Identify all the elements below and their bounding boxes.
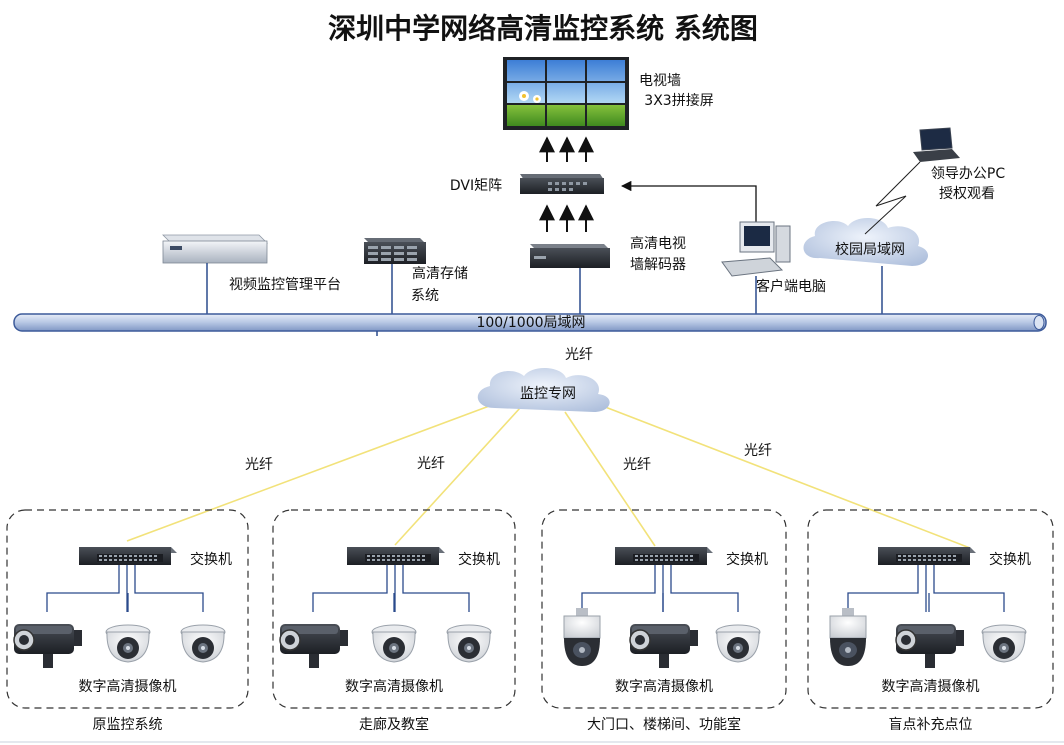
fiber-label: 光纤 [417, 456, 445, 472]
dome-camera-icon [981, 624, 1027, 663]
group-name: 原监控系统 [93, 717, 163, 733]
page-title: 深圳中学网络高清监控系统 系统图 [328, 12, 758, 45]
group-border [6, 509, 249, 709]
switch-label: 交换机 [726, 551, 768, 568]
lan-bus [13, 313, 1047, 332]
switch-camera-wiring [46, 565, 204, 612]
campus-lan-cloud-icon [803, 217, 929, 266]
switch-icon [878, 547, 976, 565]
wireless-link-icon [864, 161, 921, 235]
ptz-camera-icon [563, 607, 601, 667]
group-border [807, 509, 1054, 709]
group-name: 盲点补充点位 [889, 716, 973, 733]
bullet-camera-icon [629, 623, 699, 669]
group-border [272, 509, 516, 709]
camera-groups: 交换机数字高清摄像机原监控系统交换机数字高清摄像机走廊及教室交换机数字高清摄像机… [6, 509, 1054, 733]
switch-icon [615, 547, 713, 565]
monitor-net-cloud-icon [477, 367, 610, 412]
leader-pc-sublabel: 授权观看 [939, 186, 995, 202]
switch-label: 交换机 [458, 551, 500, 568]
ptz-camera-icon [829, 607, 867, 667]
camera-label: 数字高清摄像机 [615, 678, 713, 695]
tv-wall-icon [503, 57, 629, 130]
dome-camera-icon [105, 624, 151, 663]
dome-camera-icon [180, 624, 226, 663]
storage-label: 高清存储 [412, 265, 468, 282]
monitor-net-label: 监控专网 [520, 386, 576, 402]
management-platform-label: 视频监控管理平台 [229, 277, 341, 293]
dome-camera-icon [371, 624, 417, 663]
fiber-links [126, 401, 971, 549]
storage-icon [364, 238, 426, 264]
group-name: 大门口、楼梯间、功能室 [587, 716, 741, 733]
switch-label: 交换机 [989, 551, 1031, 568]
group-name: 走廊及教室 [359, 716, 429, 733]
camera-label: 数字高清摄像机 [79, 678, 177, 695]
bullet-camera-icon [895, 623, 965, 669]
fiber-label: 光纤 [245, 457, 273, 473]
client-pc-label: 客户端电脑 [756, 278, 826, 295]
bullet-camera-icon [13, 623, 83, 669]
management-platform-icon [162, 234, 268, 264]
tv-wall-sublabel: 3X3拼接屏 [644, 92, 713, 109]
switch-label: 交换机 [190, 551, 232, 568]
client-pc-icon [721, 221, 791, 277]
leader-pc-label: 领导办公PC [931, 166, 1005, 182]
switch-camera-wiring [312, 565, 470, 612]
decoder-label: 高清电视 [630, 235, 686, 252]
matrix-to-tv-arrows [539, 136, 594, 162]
fiber-label: 光纤 [623, 457, 651, 473]
dvi-matrix-label: DVI矩阵 [450, 178, 502, 194]
switch-camera-wiring [847, 565, 1005, 612]
laptop-icon [913, 127, 960, 162]
decoder-to-matrix-arrows [539, 204, 594, 232]
lan-bus-label: 100/1000局域网 [476, 315, 585, 331]
switch-camera-wiring [581, 565, 739, 612]
dome-camera-icon [446, 624, 492, 663]
dvi-matrix-icon [520, 174, 604, 194]
fiber-top-label: 光纤 [565, 347, 593, 363]
decoder-sublabel: 墙解码器 [630, 257, 686, 273]
lan-drops [206, 263, 883, 314]
fiber-label: 光纤 [744, 443, 772, 459]
dome-camera-icon [715, 624, 761, 663]
camera-label: 数字高清摄像机 [345, 678, 443, 695]
tv-wall-label: 电视墙 [639, 73, 681, 89]
switch-icon [347, 547, 445, 565]
bullet-camera-icon [279, 623, 349, 669]
group-border [541, 509, 787, 709]
client-to-matrix-arrow [620, 180, 757, 222]
switch-icon [79, 547, 177, 565]
campus-lan-label: 校园局域网 [835, 241, 905, 258]
decoder-icon [530, 244, 610, 268]
camera-label: 数字高清摄像机 [882, 678, 980, 695]
storage-sublabel: 系统 [411, 288, 439, 304]
